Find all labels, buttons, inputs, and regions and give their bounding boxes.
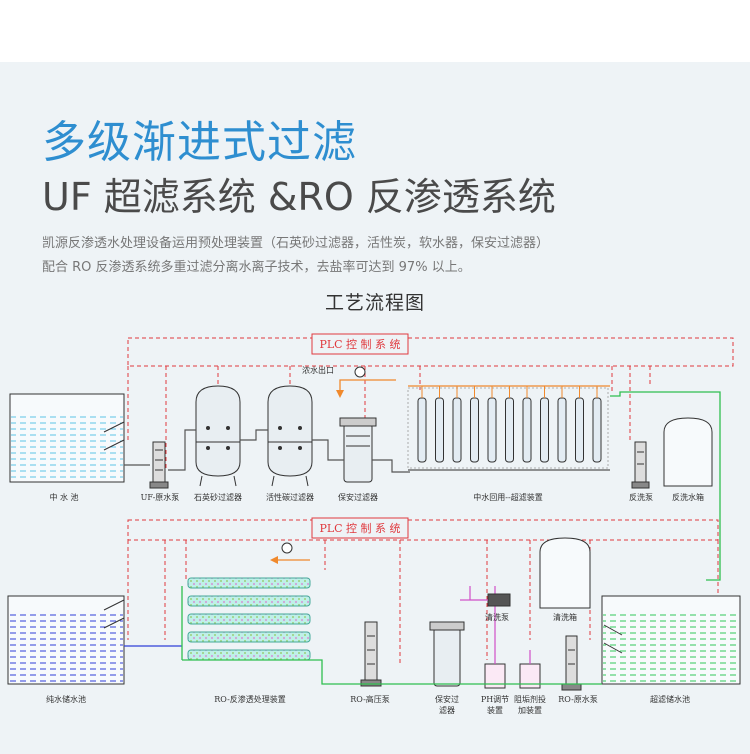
uf-tube [540,397,549,463]
ro-tube [187,631,311,643]
top-white-strip [0,0,750,62]
label-middle-tank: 中 水 池 [49,492,78,502]
plc-label-box-bottom [311,517,409,539]
uf-tube [435,397,444,463]
label-clean-pump: 清洗泵 [485,612,509,622]
cleaning-pump [469,586,511,607]
middle-water-tank [9,393,125,483]
page-title: 多级渐进式过滤 [42,117,357,168]
ro-concentrate-arrow [270,556,278,564]
diagram-title: 工艺流程图 [324,292,425,314]
plc-label-top: PLC 控 制 系 统 [319,337,400,351]
uf-tube [470,397,479,463]
backwash-tank [663,417,713,487]
scale-inhibitor-dosing [519,650,541,689]
label-security-filter-b: 滤器 [439,705,455,715]
uf-raw-water-pump [149,441,169,489]
label-uf-pump: UF-原水泵 [141,492,180,502]
cleaning-tank [539,537,591,609]
security-filter-top [339,417,377,483]
label-concentrate-outlet: 浓水出口 [302,365,334,375]
label-security-filter-a: 保安过 [435,694,459,704]
ro-tube [187,649,311,661]
green-pipe-to-storage [610,391,721,581]
label-ph-device-b: 装置 [487,705,503,715]
ro-high-pressure-pump [360,621,382,687]
ro-raw-water-pump [561,635,582,691]
label-ro-hp-pump: RO-高压泵 [350,694,390,704]
uf-tube [575,397,584,463]
carbon-filter-vessel [267,385,313,487]
page-subtitle: UF 超滤系统 &RO 反渗透系统 [42,175,556,219]
label-security-filter: 保安过滤器 [338,492,378,502]
uf-tube [417,397,427,463]
ro-membrane-tubes [187,577,311,661]
label-ro-raw-pump: RO-原水泵 [558,694,598,704]
top-main-pipe [124,429,410,473]
concentrate-arrow [336,390,344,398]
label-scale-dosing-a: 阻垢剂投 [514,694,546,704]
uf-storage-tank [601,595,741,685]
pure-water-tank [7,595,125,685]
pressure-gauge [354,366,366,378]
label-backwash-pump: 反洗泵 [629,492,653,502]
label-uf-unit: 中水回用--超滤装置 [473,492,542,502]
label-sand-filter: 石英砂过滤器 [194,492,242,502]
uf-tube [522,397,532,463]
concentrate-outlet-pipe [339,379,396,392]
plc-label-box-top [311,333,409,355]
ro-tube [187,613,311,625]
ro-tube [187,595,311,607]
sand-filter-vessel [195,385,241,487]
ro-gauge [281,542,293,554]
uf-tube [487,397,497,463]
label-ph-device-a: PH调节 [481,695,509,704]
label-scale-dosing-b: 加装置 [518,705,542,715]
backwash-pump [631,441,650,489]
label-pure-tank: 纯水储水池 [46,694,86,704]
label-clean-tank: 清洗箱 [553,612,577,622]
label-ro-unit: RO-反渗透处理装置 [214,694,286,704]
uf-membrane-tubes [417,386,602,463]
security-filter-bottom [429,621,465,687]
ro-tube [187,577,311,589]
bottom-green-main-pipe [182,659,602,685]
uf-tube [505,397,514,463]
label-uf-storage-tank: 超滤储水池 [650,694,690,704]
plc-label-bottom: PLC 控 制 系 统 [319,521,400,535]
label-backwash-tank: 反洗水箱 [672,492,704,502]
description-line-2: 配合 RO 反渗透系统多重过滤分离水离子技术，去盐率可达到 97% 以上。 [42,260,471,275]
label-carbon-filter: 活性碳过滤器 [266,492,314,502]
description-line-1: 凯源反渗透水处理设备运用预处理装置（石英砂过滤器，活性炭，软水器，保安过滤器） [42,236,550,251]
uf-tube [557,397,567,463]
uf-tube [452,397,462,463]
ph-adjust-device [484,586,506,689]
uf-tube [592,397,602,463]
